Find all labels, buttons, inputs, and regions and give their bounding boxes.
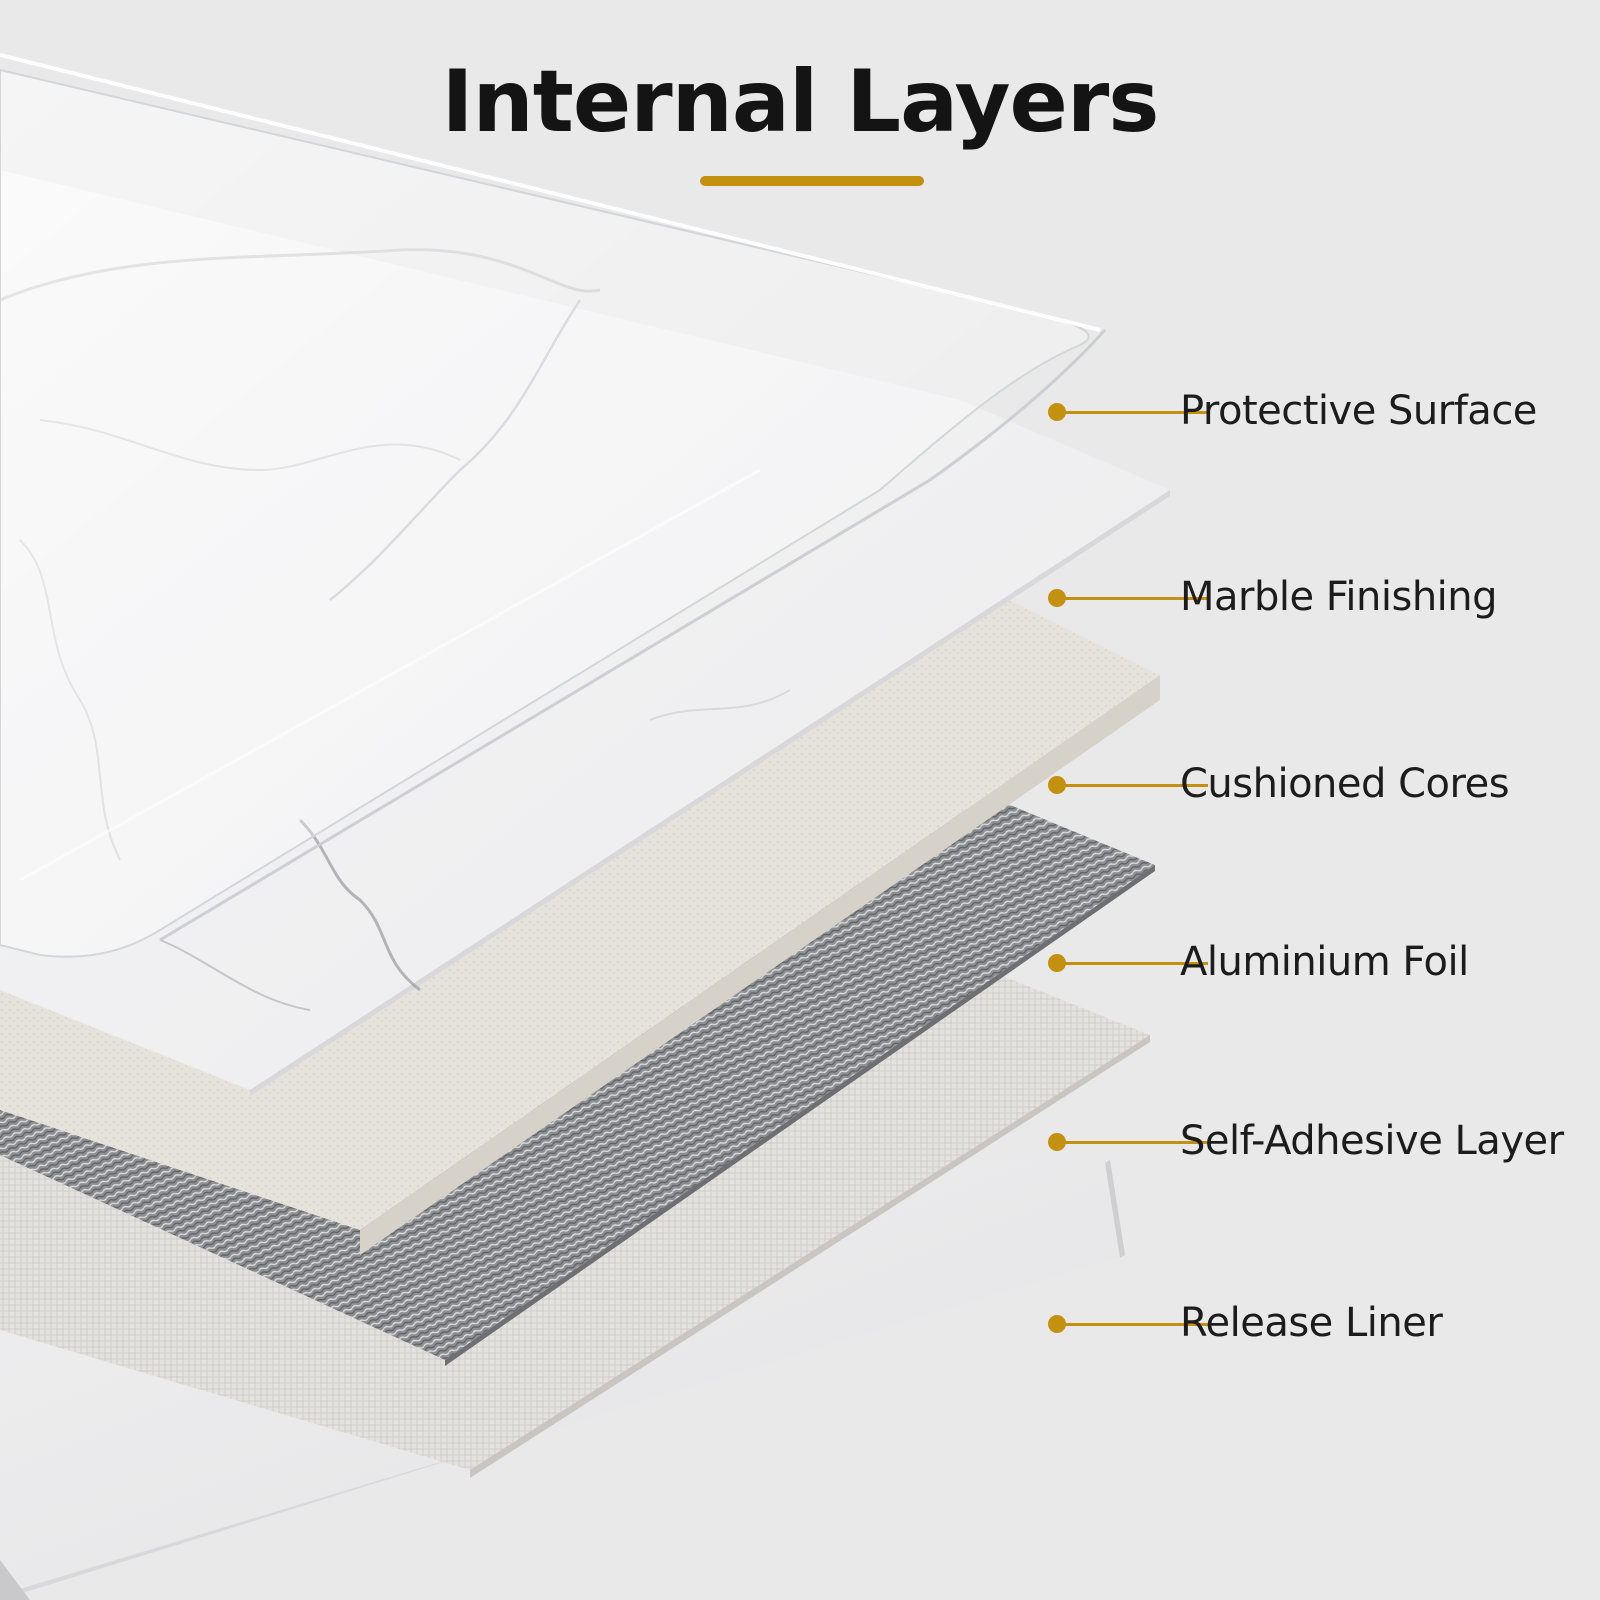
callout-cushioned-cores: Cushioned Cores — [1048, 755, 1600, 815]
layer-label-aluminium-foil: Aluminium Foil — [1180, 939, 1469, 985]
layer-label-protective-surface: Protective Surface — [1180, 388, 1537, 434]
title-underline — [700, 176, 924, 186]
callout-line — [1064, 962, 1208, 965]
callout-line — [1064, 597, 1208, 600]
callout-line — [1064, 1141, 1208, 1144]
callout-dot — [1048, 776, 1066, 794]
callout-line — [1064, 784, 1208, 787]
callout-release-liner: Release Liner — [1048, 1294, 1600, 1354]
callout-marble-finishing: Marble Finishing — [1048, 568, 1600, 628]
callout-dot — [1048, 589, 1066, 607]
callout-dot — [1048, 1133, 1066, 1151]
callout-self-adhesive-layer: Self-Adhesive Layer — [1048, 1112, 1600, 1172]
layer-label-release-liner: Release Liner — [1180, 1300, 1443, 1346]
callout-dot — [1048, 954, 1066, 972]
callout-dot — [1048, 1315, 1066, 1333]
layer-label-marble-finishing: Marble Finishing — [1180, 574, 1498, 620]
liner-edge-shadow — [0, 1560, 30, 1600]
callout-dot — [1048, 403, 1066, 421]
page-title: Internal Layers — [441, 52, 1160, 152]
callout-line — [1064, 411, 1208, 414]
protective-surface-sheet — [0, 53, 1107, 958]
callout-aluminium-foil: Aluminium Foil — [1048, 933, 1600, 993]
callout-line — [1064, 1323, 1208, 1326]
layer-label-self-adhesive-layer: Self-Adhesive Layer — [1180, 1118, 1564, 1164]
callout-protective-surface: Protective Surface — [1048, 382, 1600, 442]
layer-label-cushioned-cores: Cushioned Cores — [1180, 761, 1510, 807]
